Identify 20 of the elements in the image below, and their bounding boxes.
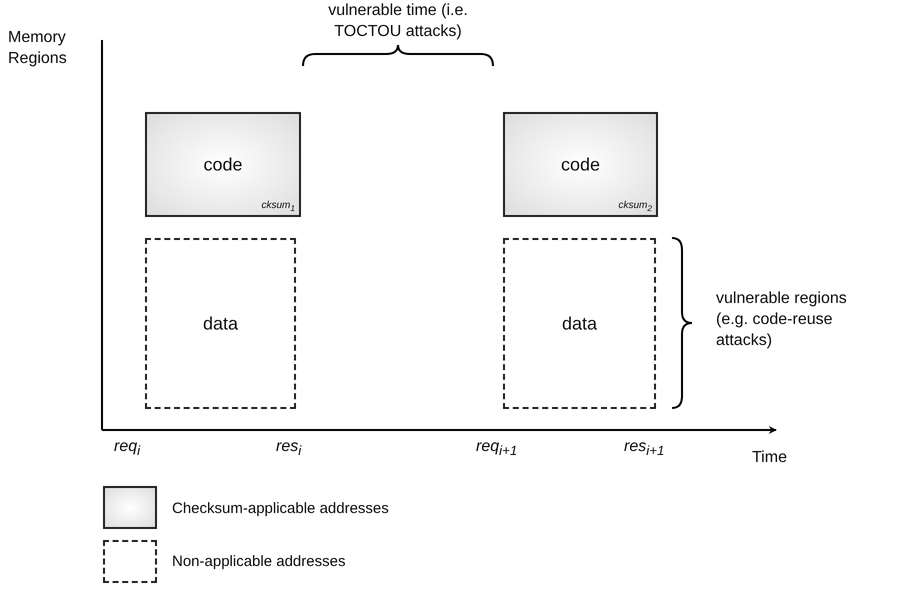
axis-title: Memory Regions (8, 28, 68, 69)
data-region-box (145, 238, 296, 409)
time-point-label: res$_{i+1}$ (624, 437, 666, 460)
bracket-label: vulnerable regions (e.g. code-reuse attacks) (716, 289, 848, 351)
checksum-label: cksum$_{2}$ (618, 200, 652, 213)
code-region-box (145, 112, 301, 217)
time-point-label: req$_{i+1}$ (476, 437, 518, 460)
region-label: code (203, 154, 243, 175)
time-point-label: res$_{i}$ (276, 437, 302, 460)
legend-label: Non-applicable addresses (172, 553, 346, 570)
code-region-box (503, 112, 658, 217)
region-label: code (560, 154, 600, 175)
region-label: data (562, 313, 598, 334)
axis-title: Time (752, 448, 788, 468)
region-label: data (202, 313, 238, 334)
data-region-box (503, 238, 656, 409)
legend-label: Checksum-applicable addresses (172, 500, 389, 517)
checksum-label: cksum$_{1}$ (261, 200, 295, 213)
bracket-label: vulnerable time (i.e. TOCTOU attacks) (327, 1, 469, 42)
time-point-label: req$_{i}$ (114, 437, 142, 460)
